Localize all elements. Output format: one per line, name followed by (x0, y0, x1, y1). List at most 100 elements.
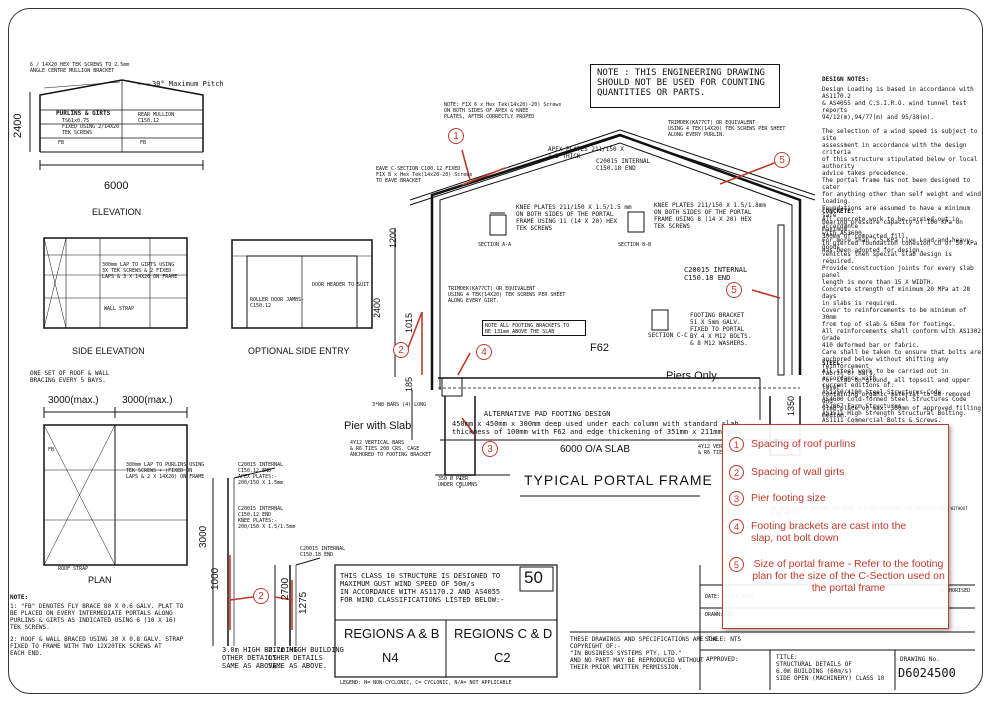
callout-marker-4: 4 (476, 344, 492, 360)
rear-mullion-label: REAR MULLION C150.12 (138, 112, 175, 124)
plan-note-2: 2: ROOF & WALL BRACED USING 30 X 0.8 GAL… (10, 636, 184, 657)
plan-title: PLAN (88, 575, 112, 585)
plan-dim-2: 3000(max.) (122, 395, 173, 406)
legend-text: Spacing of wall girts (751, 466, 845, 478)
side-elevation-title: SIDE ELEVATION (72, 346, 145, 356)
column2-top-label: C20015 INTERNAL C150.18 END (300, 546, 346, 558)
slab-dimension: 6000 O/A SLAB (560, 444, 631, 455)
section-a-label: SECTION A-A (478, 242, 512, 248)
elevation-height-dim: 2400 (12, 113, 24, 138)
callout-marker-2: 2 (393, 342, 409, 358)
side-elevation-drawing (43, 237, 188, 329)
c-section-internal-b: C20015 INTERNAL C150.18 END (684, 266, 748, 282)
trimdek-roof-note: TRIMDEK(KA77CT) OR EQUIVALENT USING 4 TE… (668, 120, 786, 138)
legend-item: 3 Pier footing size (729, 491, 944, 507)
column1-knee-label: C20015 INTERNAL C150.12 END KNEE PLATES:… (238, 506, 296, 530)
regions-legend: LEGEND: N= NON-CYCLONIC, C= CYCLONIC, N/… (340, 680, 512, 686)
column2-caption: 2.7m HIGH BUILDING OTHER DETAILS SAME AS… (268, 646, 344, 670)
height-1275: 1275 (298, 591, 309, 614)
region-ab-value: N4 (382, 650, 399, 665)
dim-1350: 1350 (786, 395, 796, 416)
authorised-field: AUTHORISED (940, 588, 971, 594)
optional-entry-title: OPTIONAL SIDE ENTRY (248, 346, 350, 356)
wall-strap-label: WALL STRAP (104, 306, 135, 312)
vertical-bars-note: 4Y12 VERTICAL BARS & R6 TIES 200 CRS. CA… (350, 440, 432, 458)
warning-note-line2: SHOULD NOT BE USED FOR COUNTING (597, 78, 765, 88)
footing-bracket-label: FOOTING BRACKET 51 X 5mm GALV. FIXED TO … (690, 312, 752, 347)
legend-text: Footing brackets are cast into the slap,… (751, 520, 907, 544)
region-ab-label: REGIONS A & B (344, 626, 440, 641)
legend-number: 5 (729, 557, 744, 572)
elevation-drawing (29, 79, 204, 170)
design-notes-title: DESIGN NOTES: (822, 76, 869, 83)
fly-brace-marker: FB (140, 140, 147, 146)
dim-2400: 2400 (372, 297, 382, 318)
elevation-width-dim: 6000 (104, 180, 129, 192)
bars-label: 3*N8 BARS (4) LONG (372, 402, 427, 408)
legend-item: 2 Spacing of wall girts (729, 465, 944, 481)
side-lap-note: 300mm LAP TO GIRTS USING 3X TEK SCREWS &… (102, 262, 178, 280)
plan-drawing (43, 407, 188, 566)
warning-note-line1: NOTE : THIS ENGINEERING DRAWING (597, 68, 765, 78)
legend-item: 5 Size of portal frame - Refer to the fo… (729, 557, 945, 617)
legend-text: Size of portal frame - Refer to the foot… (752, 558, 945, 594)
vertical-bars-note-2: 4Y12 VER & R6 TIES (698, 444, 726, 456)
steel-title: STEEL: (822, 360, 844, 367)
callout-marker-2: 2 (253, 588, 269, 604)
bracket-height-note: NOTE ALL FOOTING BRACKETS TO BE 131mm AB… (482, 320, 586, 336)
approved-field: APPROVED: (706, 656, 739, 663)
f62-label: F62 (590, 342, 609, 354)
callout-marker-1: 1 (448, 128, 464, 144)
warning-note-box: NOTE : THIS ENGINEERING DRAWING SHOULD N… (590, 64, 780, 108)
plan-note-1: 1: "FB" DENOTES FLY BRACE 80 X 0.6 GALV.… (10, 603, 184, 631)
copyright-note: THESE DRAWINGS AND SPECIFICATIONS ARE TH… (570, 636, 719, 671)
optional-side-entry-drawing (231, 239, 373, 329)
elevation-title: ELEVATION (92, 207, 142, 217)
plan-dim-1: 3000(max.) (48, 395, 99, 406)
portal-frame-title: TYPICAL PORTAL FRAME (524, 472, 713, 488)
legend-item: 1 Spacing of roof purlins (729, 437, 944, 453)
dim-1015: 1015 (404, 312, 414, 333)
regions-table (334, 564, 558, 678)
door-header-label: DOOR HEADER TO SUIT (312, 282, 370, 288)
callout-marker-3: 3 (482, 441, 498, 457)
alt-footing-title: ALTERNATIVE PAD FOOTING DESIGN (484, 410, 611, 418)
plan-lap-note: 300mm LAP TO PURLINS USING TEK SCREWS + … (126, 462, 205, 480)
dim-185: 185 (404, 376, 414, 392)
purlin-size-label: TS61x0.75 FIXED USING 2/14X20 TEK SCREWS (62, 118, 120, 136)
apex-plates-label: APEX PLATES 211/150 X 1.5 THICK (548, 146, 624, 160)
purlins-girts-label: PURLINS & GIRTS (56, 110, 111, 117)
legend-number: 1 (729, 437, 744, 452)
height-2700: 2700 (280, 577, 291, 600)
section-c-label: SECTION C-C (648, 332, 688, 339)
legend-item: 4 Footing brackets are cast into the sla… (729, 519, 944, 549)
height-1000: 1000 (210, 567, 221, 590)
drawing-number-label: DRAWING No. (900, 656, 940, 663)
alt-footing-body: 450mm x 450mm x 300mm deep used under ea… (452, 420, 747, 436)
pier-with-slab-label: Pier with Slab (344, 420, 412, 432)
drawing-number: D6024500 (898, 666, 956, 680)
max-pitch-label: 30° Maximum Pitch (152, 80, 224, 88)
drawing-title: TITLE: STRUCTURAL DETAILS OF 6.0m BUILDI… (776, 654, 885, 682)
legend-number: 3 (729, 491, 744, 506)
legend-number: 2 (729, 465, 744, 480)
region-cd-value: C2 (494, 650, 511, 665)
trimdek-wall-note: TRIMDEK(KA77CT) OR EQUIVALENT USING 4 TE… (448, 286, 566, 304)
section-b-label: SECTION B-B (618, 242, 652, 248)
fly-brace-marker: FB (58, 140, 65, 146)
column1-top-label: C20015 INTERNAL C150.12 END APEX PLATES:… (238, 462, 284, 486)
region-cd-label: REGIONS C & D (454, 626, 553, 641)
c-section-internal-a: C20015 INTERNAL C150.18 END (596, 158, 651, 172)
column-elevations (212, 467, 321, 646)
wind-speed-value: 50 (524, 568, 543, 587)
legend-text: Pier footing size (751, 492, 826, 504)
pier-size-label: 350 Ø PIER UNDER COLUMNS (438, 476, 478, 488)
knee-plates-b: KNEE PLATES 211/150 X 1.5/1.8mm ON BOTH … (654, 202, 766, 230)
elevation-top-note: 6 / 14X20 HEX TEK SCREWS TO 2.5mm ANGLE … (30, 62, 130, 74)
roller-door-label: ROLLER DOOR JAMBS- C150.12 (250, 297, 305, 309)
dim-1200: 1200 (388, 227, 398, 248)
height-3000: 3000 (198, 525, 209, 548)
warning-note-line3: QUANTITIES OR PARTS. (597, 88, 706, 98)
tek-fix-note: NOTE: FIX 6 x Hex Tek(14x20)-20) Screws … (444, 102, 562, 120)
legend-number: 4 (729, 519, 744, 534)
